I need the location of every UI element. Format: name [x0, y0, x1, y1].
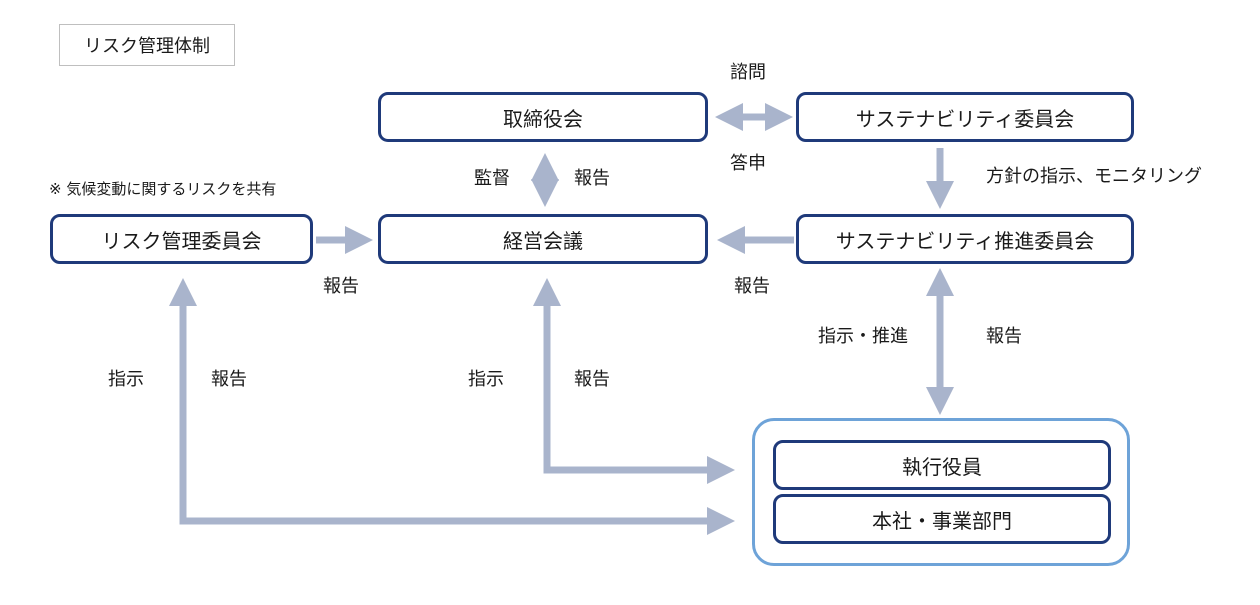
label-instruct-promote: 指示・推進 [818, 326, 908, 347]
sustainability-promotion-committee-node: サステナビリティ推進委員会 [796, 214, 1134, 264]
risk-committee-node: リスク管理委員会 [50, 214, 313, 264]
sustainability-committee-node: サステナビリティ委員会 [796, 92, 1134, 142]
climate-risk-note: ※ 気候変動に関するリスクを共有 [49, 180, 277, 198]
board-node: 取締役会 [378, 92, 708, 142]
executive-officers-node: 執行役員 [773, 440, 1111, 490]
arrow-risk-divisions [169, 278, 735, 535]
label-consultation: 諮問 [730, 62, 766, 83]
label-instruct-mid: 指示 [468, 369, 504, 390]
head-office-divisions-node: 本社・事業部門 [773, 494, 1111, 544]
diagram-title: リスク管理体制 [59, 24, 235, 66]
label-report-promotion: 報告 [734, 276, 770, 297]
label-report-board: 報告 [574, 168, 610, 189]
label-instruct-left: 指示 [108, 369, 144, 390]
label-report-left: 報告 [211, 369, 247, 390]
management-meeting-node: 経営会議 [378, 214, 708, 264]
label-report-back: 答申 [730, 153, 766, 174]
label-report-mid: 報告 [574, 369, 610, 390]
label-report-risk: 報告 [323, 276, 359, 297]
label-supervision: 監督 [474, 168, 510, 189]
label-policy-monitoring: 方針の指示、モニタリング [986, 166, 1202, 187]
label-report-exec: 報告 [986, 326, 1022, 347]
